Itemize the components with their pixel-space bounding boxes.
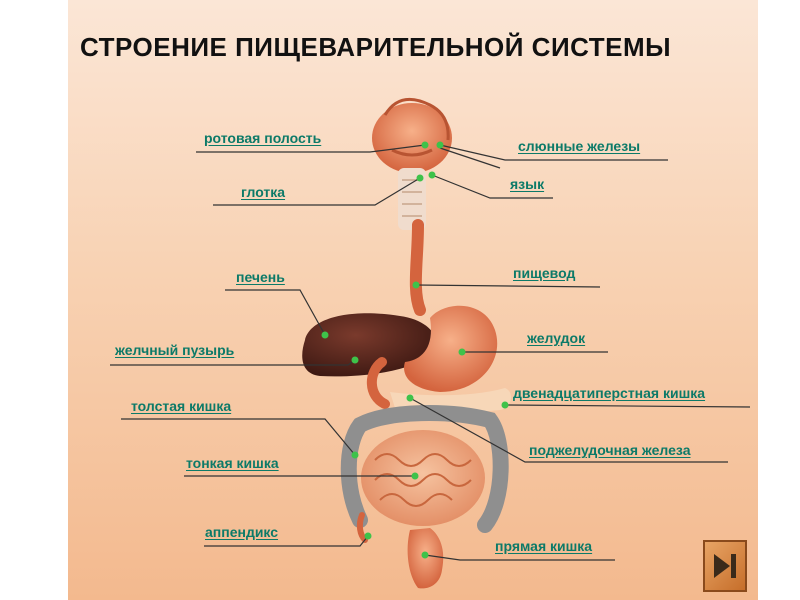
label-mouth[interactable]: ротовая полость — [204, 130, 322, 146]
label-salivary-glands[interactable]: слюнные железы — [518, 138, 641, 154]
label-rectum[interactable]: прямая кишка — [495, 538, 593, 554]
label-pharynx[interactable]: глотка — [241, 184, 286, 200]
esophagus-organ — [409, 219, 426, 316]
label-colon[interactable]: толстая кишка — [131, 398, 232, 414]
label-appendix[interactable]: аппендикс — [205, 524, 279, 540]
appendix-organ — [356, 512, 368, 543]
large-intestine-organ — [340, 405, 509, 533]
pharynx-organ — [398, 168, 426, 230]
small-intestine-organ — [361, 430, 485, 526]
slide-title: СТРОЕНИЕ ПИЩЕВАРИТЕЛЬНОЙ СИСТЕМЫ — [80, 32, 672, 62]
label-duodenum[interactable]: двенадцатиперстная кишка — [513, 385, 706, 401]
liver-organ — [302, 313, 436, 377]
stomach-organ — [404, 305, 498, 392]
label-stomach[interactable]: желудок — [527, 330, 586, 346]
label-pancreas[interactable]: поджелудочная железа — [529, 442, 691, 458]
play-next-icon — [714, 554, 736, 578]
label-esophagus[interactable]: пищевод — [513, 265, 576, 281]
duodenum-organ — [366, 357, 390, 409]
label-tongue[interactable]: язык — [510, 176, 545, 192]
leader-lines — [110, 144, 751, 561]
next-slide-button[interactable] — [703, 540, 747, 592]
label-markers — [321, 141, 509, 559]
label-small-intestine[interactable]: тонкая кишка — [186, 455, 279, 471]
label-liver[interactable]: печень — [236, 269, 285, 285]
label-gallbladder[interactable]: желчный пузырь — [115, 342, 235, 358]
head-organ — [372, 97, 452, 173]
